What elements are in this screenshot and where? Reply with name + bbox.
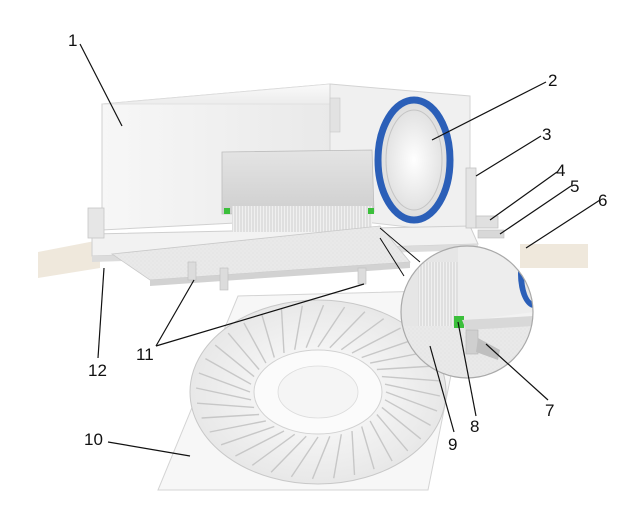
diffuser-slot [381,375,440,382]
diffuser-slot [220,425,275,446]
diffuser-slot [376,365,435,371]
diffuser-slot [214,344,255,378]
diffuser-slot [201,413,260,419]
leader-10 [107,441,191,457]
callout-7: 7 [545,401,554,420]
diffuser-slot [385,391,438,412]
inner-frame [110,225,411,291]
diffuser-slot [351,327,401,354]
diffuser-slot [196,402,255,409]
inner-filter-cube [221,149,375,232]
diffuser-slot [227,332,260,370]
diffuser-slot [261,314,275,358]
callout-labels: 1 2 3 4 5 6 7 8 9 10 11 12 [68,31,607,454]
callout-8: 8 [470,417,479,436]
diffuser-slot [376,414,409,452]
diffuser-slot [251,433,296,466]
leader-1 [79,43,123,127]
duct-spigot [374,96,454,224]
callout-9: 9 [448,435,457,454]
leader-6 [525,199,601,249]
callout-5: 5 [570,177,579,196]
leader-lines [79,43,601,457]
leader-7 [485,343,549,401]
detail-magnifier [379,227,534,379]
leader-12 [97,267,105,359]
diffuser-slot [205,357,252,385]
diffuser-slot [243,322,267,364]
callout-4: 4 [556,161,565,180]
callout-1: 1 [68,31,77,50]
callout-2: 2 [548,71,557,90]
diffuser-slot [235,430,285,457]
callout-12: 12 [88,361,107,380]
callout-11: 11 [136,345,154,364]
diffuser-slot [198,372,251,393]
leader-3 [475,135,542,177]
diffuser-slot [333,434,342,479]
diffuser-slot [209,420,267,433]
callout-3: 3 [542,125,551,144]
leader-5 [499,185,572,235]
diffuser-slot [195,387,252,401]
leader-4 [489,171,558,221]
diffuser-slot [329,311,366,349]
diffuser-slot [369,420,393,462]
swirl-diffuser [157,289,469,491]
leader-8 [457,321,477,417]
diffuser-slot [290,436,319,478]
ceiling-panel [38,240,588,278]
diffuser-slot [294,305,303,350]
diffuser-slot [305,304,325,348]
diffuser-slot [384,383,441,397]
callout-6: 6 [598,191,607,210]
leader-11b [155,283,365,347]
diffuser-slot [361,426,375,470]
diffuser-slot [270,435,307,473]
diffuser-slot [351,430,356,476]
diffuser-slot [384,399,431,427]
leader-9 [429,345,455,433]
diffuser-slot [317,306,346,348]
leader-2 [431,81,547,141]
callout-10: 10 [84,430,103,449]
leader-11a [155,279,195,347]
diffuser-slot [340,318,385,351]
diffuser-slot [311,436,331,480]
diffuser-slot [280,308,285,354]
diffuser-slot [361,338,416,359]
diffuser-slot [381,406,422,440]
